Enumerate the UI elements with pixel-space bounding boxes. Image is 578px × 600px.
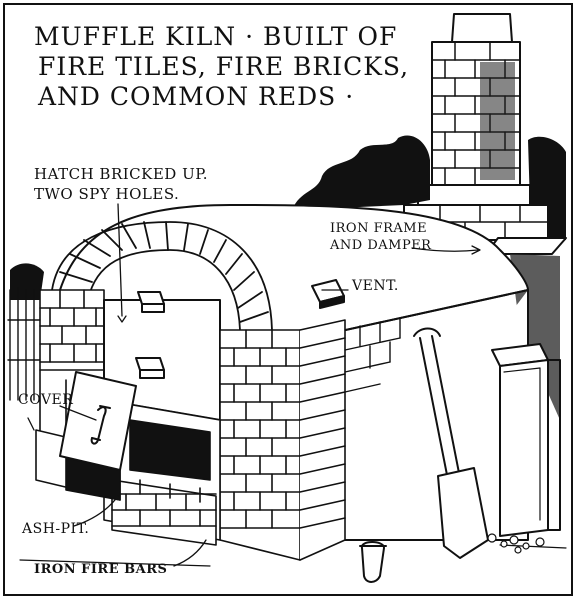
vent	[311, 279, 345, 309]
label-hatch: Hatch Bricked Up. Two Spy Holes.	[34, 164, 208, 204]
title-line-3: and Common Reds ·	[38, 82, 355, 111]
label-cover: Cover	[18, 392, 74, 408]
post	[491, 343, 561, 537]
label-iron-frame-line-1: Iron Frame	[330, 221, 428, 236]
chimney	[403, 13, 549, 241]
right-pier	[219, 319, 346, 561]
trees	[10, 135, 566, 300]
diagram-title: Muffle Kiln · Built of Fire Tiles, Fire …	[34, 22, 409, 112]
label-hatch-line-2: Two Spy Holes.	[34, 185, 180, 203]
leader-lines	[27, 203, 481, 567]
spy-holes	[135, 291, 165, 379]
title-line-2: Fire Tiles, Fire Bricks,	[38, 52, 410, 81]
label-ash-pit: Ash-Pit.	[22, 521, 90, 537]
shovel	[413, 327, 489, 559]
pot	[359, 541, 387, 583]
fence	[7, 287, 41, 401]
arch	[51, 221, 273, 331]
label-iron-fire-bars: Iron Fire Bars	[34, 562, 168, 577]
pebbles	[487, 533, 545, 554]
label-vent: Vent.	[352, 278, 399, 294]
label-hatch-line-1: Hatch Bricked Up.	[34, 165, 209, 183]
label-iron-frame-line-2: and Damper	[330, 238, 432, 253]
label-iron-frame: Iron Frame and Damper	[330, 220, 431, 254]
cover-door	[59, 371, 137, 471]
title-line-1: Muffle Kiln · Built of	[34, 22, 398, 51]
